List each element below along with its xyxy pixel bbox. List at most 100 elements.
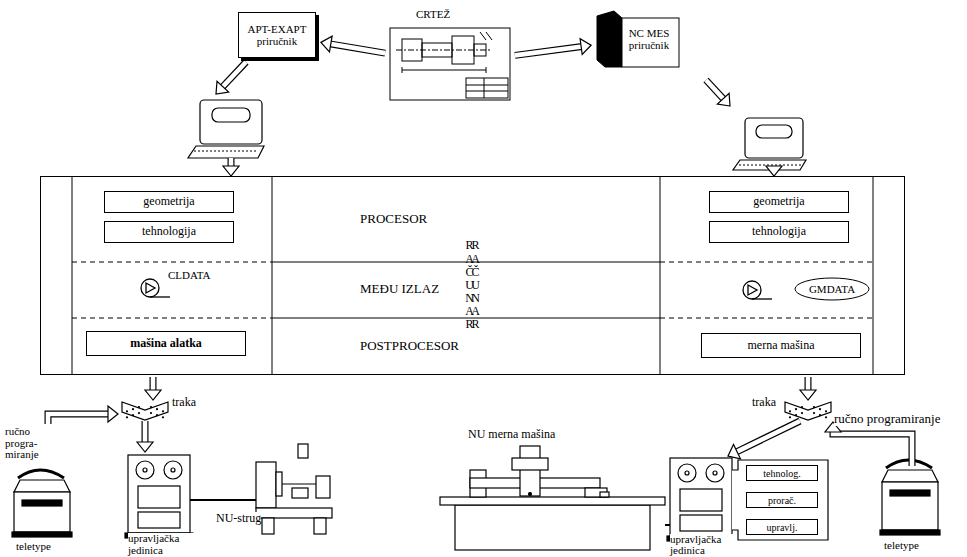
tape-hole	[789, 410, 791, 412]
arrow-head	[223, 166, 239, 176]
function-box: tehnolog.	[746, 465, 818, 481]
node-text: tehnologija	[142, 225, 196, 238]
tape-hole	[813, 412, 815, 414]
tape-reel-symbol	[141, 279, 772, 299]
tape-hole	[156, 414, 158, 416]
arrow-head	[137, 442, 153, 452]
tape-hole	[132, 414, 134, 416]
text-label: teletype	[16, 541, 51, 553]
text-label: PROCESOR	[360, 212, 427, 226]
tape-hole	[819, 408, 821, 410]
book-spine	[597, 11, 622, 67]
tape-hole	[126, 416, 128, 418]
tape-hole	[138, 406, 140, 408]
manual-book: APT-EXAPT priručnik	[238, 12, 316, 58]
node-text: prorač.	[768, 495, 796, 506]
arrow-shaft	[143, 421, 148, 443]
arrow-shaft	[833, 431, 912, 466]
arrow-shaft	[48, 414, 109, 424]
tape-hole	[795, 414, 797, 416]
arrow-shaft	[142, 421, 149, 443]
book-cover	[622, 18, 679, 67]
text-label: NU-strug	[216, 512, 261, 525]
node-text: GMDATA	[809, 283, 855, 295]
text-label: upravljačka jedinica	[128, 533, 194, 556]
drawing: CRTEŽ	[390, 8, 510, 100]
arrow-shaft	[806, 377, 811, 391]
vertical-label: RAČUNAR	[464, 239, 476, 331]
node-text: upravlj.	[767, 522, 798, 533]
tape-hole	[789, 416, 791, 418]
arrow-shaft	[833, 431, 912, 466]
measuring-machine	[440, 446, 670, 550]
arrow-shaft	[706, 80, 724, 99]
node-text: mašina alatka	[130, 337, 202, 350]
text-label: teletype	[884, 540, 919, 552]
text-label: POSTPROCESOR	[360, 339, 459, 353]
text-label: NU merna mašina	[468, 428, 555, 441]
arrow-shaft	[515, 46, 582, 55]
tape-hole	[801, 406, 803, 408]
text-label: traka	[752, 396, 776, 409]
data-ellipse: GMDATA	[794, 277, 870, 301]
tape-hole	[162, 416, 164, 418]
arrow-shaft	[515, 46, 582, 55]
layout-arrows	[48, 62, 912, 466]
arrow-shaft	[48, 414, 109, 424]
text-label: traka	[172, 396, 196, 409]
ellipse-shape	[795, 278, 869, 300]
text-label: ručno progra- miranje	[5, 426, 51, 461]
arrow-head	[108, 406, 118, 422]
tape-hole	[819, 414, 821, 416]
tape-hole	[150, 412, 152, 414]
arrow-shaft	[805, 377, 812, 391]
arrow-head	[580, 39, 591, 55]
function-box: upravlj.	[746, 519, 818, 535]
drawing-sheet	[390, 28, 510, 100]
function-box: prorač.	[746, 492, 818, 508]
punched-tape	[122, 402, 831, 420]
text-label: upravljačka jedinica	[670, 534, 736, 557]
tape-hole	[801, 412, 803, 414]
connector-arrow	[321, 36, 385, 53]
arrow-shaft	[150, 377, 157, 391]
arrow-shaft	[706, 80, 724, 99]
process-box: merna mašina	[701, 333, 861, 358]
lathe	[190, 444, 332, 534]
connector-arrow	[515, 39, 591, 56]
tape-hole	[825, 416, 827, 418]
tape-hole	[150, 406, 152, 408]
tape-holes	[126, 406, 827, 418]
arrow-head	[717, 93, 730, 106]
process-box: geometrija	[709, 191, 849, 213]
arrow-shaft	[222, 62, 246, 87]
tape-hole	[795, 408, 797, 410]
text-label: CLDATA	[168, 270, 211, 282]
text-label: ručno programiranje	[834, 412, 940, 426]
tape-hole	[156, 408, 158, 410]
manual-book: NC MES priručnik	[596, 10, 680, 68]
node-text: tehnologija	[752, 225, 806, 238]
arrow-shaft	[151, 377, 156, 391]
process-box: tehnologija	[104, 221, 234, 243]
arrow-head	[766, 166, 782, 176]
arrow-shaft	[736, 421, 800, 452]
node-text: CRTEŽ	[416, 8, 450, 20]
tape-hole	[813, 406, 815, 408]
arrow-head	[321, 36, 332, 52]
arrow-shaft	[330, 44, 385, 53]
arrow-shaft	[222, 62, 246, 87]
node-text: APT-EXAPT priručnik	[243, 23, 311, 47]
arrow-shaft	[736, 421, 800, 452]
arrow-shaft	[330, 44, 385, 53]
tape-hole	[162, 410, 164, 412]
node-text: geometrija	[143, 195, 194, 208]
text-label: MEĐU IZLAZ	[360, 282, 439, 296]
node-text: tehnolog.	[763, 468, 801, 479]
node-text: NC MES priručnik	[622, 27, 676, 51]
node-text: geometrija	[753, 195, 804, 208]
process-box: geometrija	[104, 191, 234, 213]
node-text: merna mašina	[748, 339, 815, 352]
computer-frame-lines	[72, 176, 873, 375]
